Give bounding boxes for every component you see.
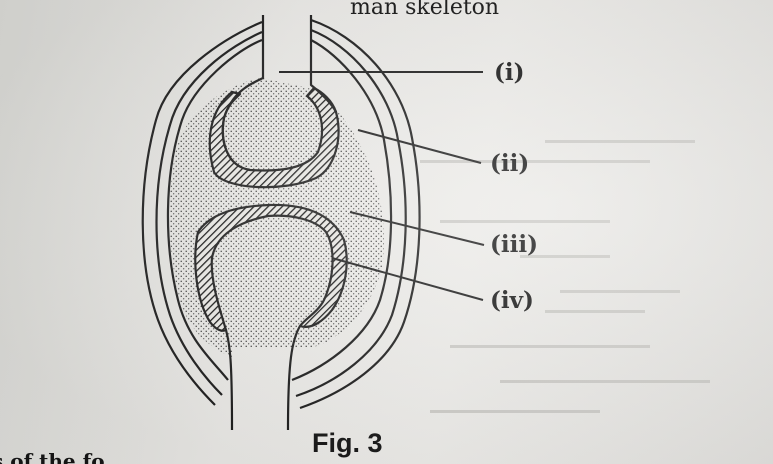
figure-caption: Fig. 3 [312,428,383,458]
leader-line-ii [358,130,481,163]
header-partial-text: man skeleton [350,0,499,20]
label-ii: (ii) [490,150,529,177]
label-iii: (iii) [490,231,538,258]
footer-partial-text: s of the fo [0,449,105,464]
label-iv: (iv) [490,287,534,314]
background-faint-text [420,140,710,413]
label-i: (i) [494,59,525,86]
synovial-cavity [170,78,384,357]
joint-drawing [143,15,484,430]
